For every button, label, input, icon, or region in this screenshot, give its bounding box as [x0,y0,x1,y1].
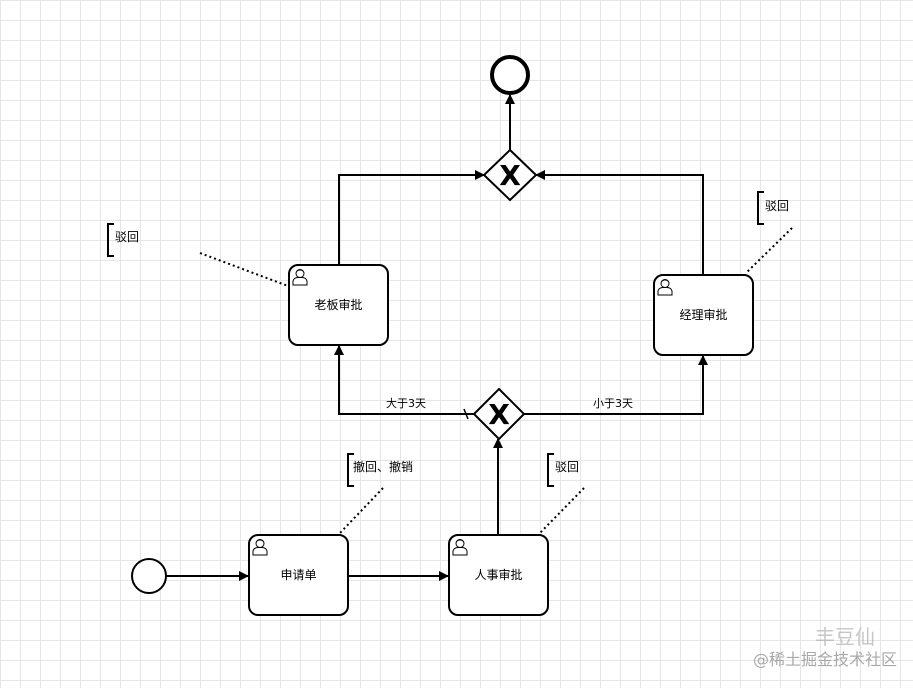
flow-boss-to-gateway[interactable] [338,170,485,264]
task-label: 人事审批 [474,567,522,582]
task-request-form[interactable]: 申请单 [248,534,349,616]
edge-label-lt3: 小于3天 [593,397,633,410]
annotation-hr-reject[interactable]: 驳回 [547,453,579,487]
task-hr-approval[interactable]: 人事审批 [448,534,549,616]
flow-manager-to-gateway[interactable] [535,170,704,274]
annotation-request-withdraw[interactable]: 撤回、撤销 [347,453,413,487]
task-boss-approval[interactable]: 老板审批 [288,264,389,346]
annotation-boss-reject[interactable]: 驳回 [107,223,139,257]
association-manager [745,227,793,274]
default-flow-marker [463,408,469,420]
association-request [339,487,384,534]
watermark: @稀土掘金技术社区 [752,650,897,669]
annotation-text: 驳回 [555,460,579,474]
gateway-x-icon: X [488,398,510,431]
association-boss [199,252,289,287]
task-label: 申请单 [280,568,316,582]
annotation-text: 驳回 [115,230,139,244]
end-event[interactable] [490,55,530,95]
annotation-text: 撤回、撤销 [353,459,413,474]
gateway-x-icon: X [499,159,521,192]
exclusive-gateway-mid[interactable]: X [472,387,526,441]
annotation-manager-reject[interactable]: 驳回 [757,191,789,225]
association-hr [539,487,585,534]
task-label: 经理审批 [679,307,727,322]
annotation-text: 驳回 [765,199,789,213]
start-event[interactable] [131,558,167,594]
flow-gateway-to-boss[interactable] [334,345,474,415]
flow-gateway-to-manager[interactable] [524,355,708,415]
watermark-sub: 丰豆仙 [815,625,875,649]
task-label: 老板审批 [314,297,362,312]
task-manager-approval[interactable]: 经理审批 [653,274,754,356]
edge-label-gt3: 大于3天 [386,396,426,410]
exclusive-gateway-top[interactable]: X [482,148,538,202]
